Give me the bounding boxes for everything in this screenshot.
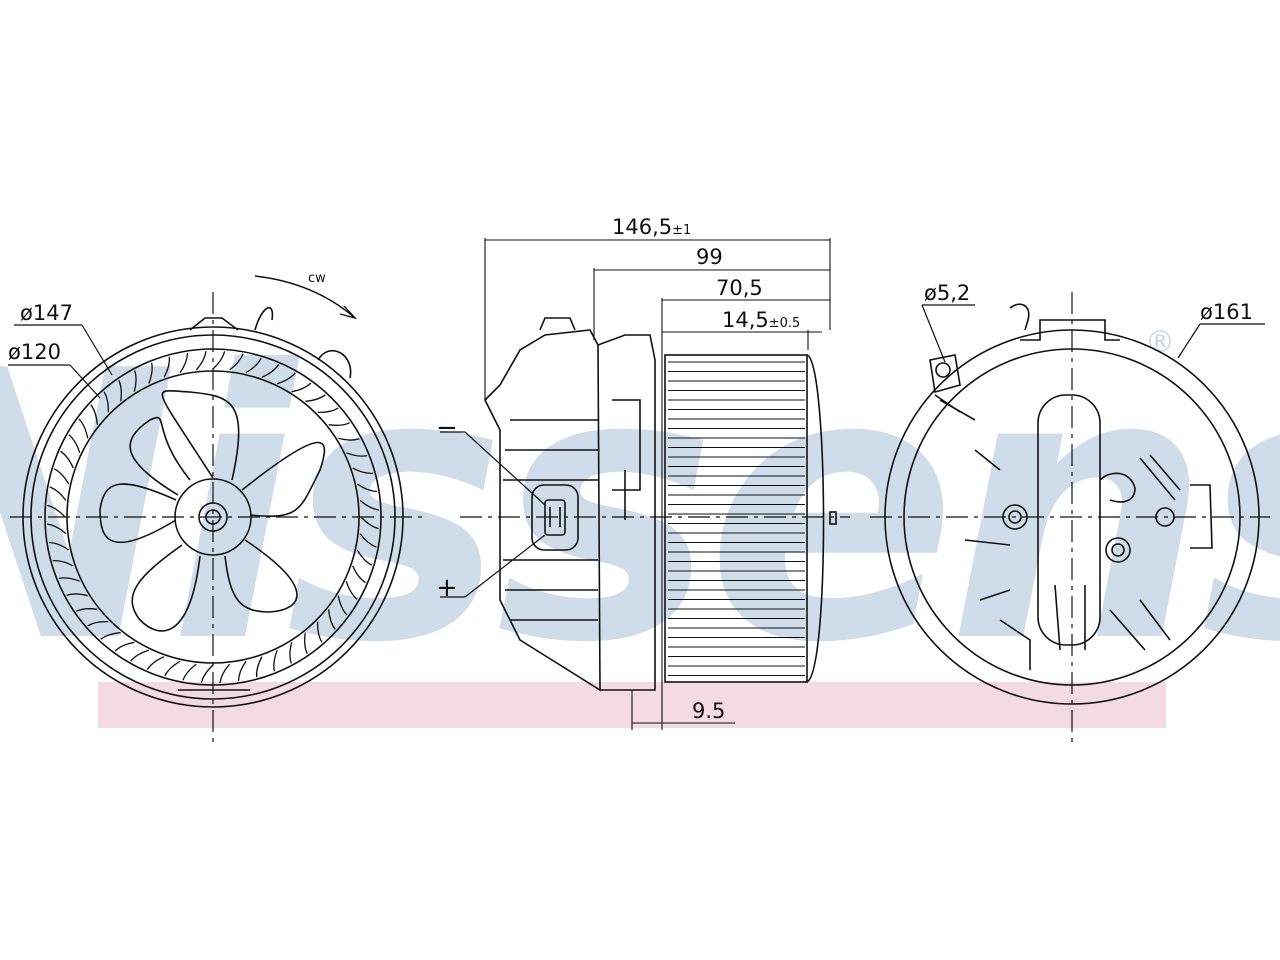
side-view [440,238,850,730]
motor-cap [1037,394,1101,646]
positive-terminal: + [436,573,458,603]
fan-blade [237,660,247,682]
fan-blade [212,351,226,370]
fan-blade [100,632,121,640]
fan-blade [58,577,80,582]
fan-blades [47,351,379,683]
cw-arrow [254,275,356,319]
fan-blade [47,523,67,535]
rotation-label: cw [308,271,326,286]
fan-blade [261,364,280,378]
front-outer-ring [22,326,404,708]
fan-blade [273,650,278,672]
watermark-registered: ® [1145,325,1175,360]
fan-wheel [664,354,808,683]
front-diameter-147: ø147 [20,301,73,325]
fan-blade [317,407,339,413]
fan-blade [52,559,74,567]
fan-blade [328,422,350,426]
fan-blade [163,356,171,378]
back-outer-ring [884,329,1260,705]
front-view [8,275,425,745]
wheel-slats [668,361,805,676]
fan-blade [359,533,377,548]
fan-blade [255,656,263,678]
fan-blade [289,642,293,664]
fan-blade [352,565,366,584]
fan-blade [328,609,336,630]
mount-hole [935,362,951,378]
fan-blade [76,608,98,612]
fan-blade [68,434,81,453]
impeller-vanes [99,389,326,632]
fan-blade [352,467,374,475]
fan-blade [118,380,122,402]
fan-blade [356,549,373,566]
fan-blade [103,391,109,413]
fan-blade [337,595,348,616]
fan-blade [146,656,165,670]
fan-blade [90,404,98,425]
fan-blade [182,663,197,681]
fan-blade [345,581,358,600]
fan-blade [130,649,149,662]
negative-terminal: − [436,413,458,443]
hub-outer [174,478,252,556]
dim-70-5: 70,5 [716,276,763,300]
fan-blade [133,370,137,392]
fan-blade [66,593,88,597]
front-mount-tab [317,349,352,379]
fan-blade [53,468,70,485]
fan-blade [200,664,214,683]
fan-blade [291,382,312,393]
fan-blade [359,499,379,511]
back-diameter-161: ø161 [1200,300,1253,324]
fan-blade [49,486,67,501]
fan-blade [148,362,153,384]
fan-blade [356,483,378,493]
fan-blade [277,372,296,385]
fan-blade [60,450,74,469]
fan-blade [304,632,308,654]
dim-9-5: 9.5 [692,699,725,723]
fan-blade [78,418,89,439]
dim-14-5: 14,5±0.5 [722,308,800,332]
dim-99: 99 [696,245,723,269]
front-diameter-120: ø120 [8,340,61,364]
watermark-logo: Nissens [0,294,1280,724]
fan-blade [47,504,66,518]
fan-blade [114,641,135,652]
fan-blade [360,516,379,530]
fan-blade [245,357,262,374]
back-view [870,292,1270,745]
dim-overall: 146,5±1 [612,215,691,239]
fan-blade [179,352,189,374]
back-diameter-5-2: ø5,2 [924,281,970,305]
fan-blade [317,621,323,643]
fan-blade [87,621,109,627]
fan-blade [48,541,70,551]
fan-blade [164,660,181,677]
fan-blade [305,394,326,402]
fan-blade [229,353,244,371]
electrical-connector [531,484,579,551]
fan-blade [219,663,231,683]
fan-blade [195,351,207,371]
fan-blade [338,437,360,441]
fan-blade [346,452,368,457]
